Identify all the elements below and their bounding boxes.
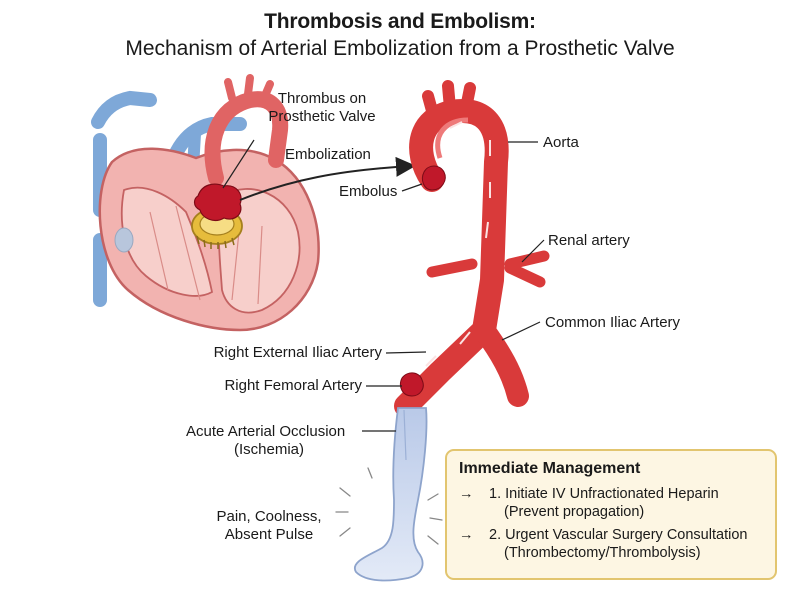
common-iliac-label: Common Iliac Artery (545, 314, 681, 331)
heart-illustration (91, 74, 320, 332)
management-title: Immediate Management (459, 460, 641, 477)
embolization-label: Embolization (285, 146, 371, 163)
arterial-tree-illustration (394, 80, 550, 418)
thrombus-label-line-2: Prosthetic Valve (268, 108, 376, 125)
occlusion-label-line-2: (Ischemia) (234, 441, 305, 458)
embolus-label: Embolus (339, 183, 398, 200)
symptoms-label-line-2: Absent Pulse (224, 526, 314, 543)
occlusion-label-line-1: Acute Arterial Occlusion (186, 423, 346, 440)
ischemic-leg-illustration (335, 407, 443, 582)
leg-icon (353, 407, 428, 582)
renal-artery-icon (426, 250, 550, 288)
left-iliac-icon (473, 319, 529, 407)
management-step-1: → 1. Initiate IV Unfractionated Heparin … (459, 485, 763, 521)
femoral-clot-icon (399, 372, 424, 397)
renal-artery-label: Renal artery (548, 232, 630, 249)
management-step-1-text: 1. Initiate IV Unfractionated Heparin (489, 486, 719, 502)
ischemia-rays-icon (335, 467, 443, 545)
occlusion-label: Acute Arterial Occlusion (Ischemia) (186, 423, 345, 459)
symptoms-label: Pain, Coolness, Absent Pulse (204, 508, 334, 544)
management-box: Immediate Management → 1. Initiate IV Un… (445, 449, 777, 580)
right-external-iliac-label: Right External Iliac Artery (213, 344, 382, 361)
management-step-1-detail: (Prevent propagation) (504, 504, 645, 520)
aorta-icon (394, 99, 509, 418)
arrow-right-icon: → (459, 527, 474, 543)
symptoms-label-line-1: Pain, Coolness, (216, 508, 322, 525)
page-title: Thrombosis and Embolism: (264, 10, 536, 33)
atrium-icon (114, 227, 134, 253)
page-subtitle: Mechanism of Arterial Embolization from … (125, 37, 675, 60)
management-step-2-detail: (Thrombectomy/Thrombolysis) (504, 545, 701, 561)
right-femoral-label: Right Femoral Artery (224, 377, 362, 394)
thrombus-label: Thrombus on Prosthetic Valve (252, 90, 392, 126)
management-step-2: → 2. Urgent Vascular Surgery Consultatio… (459, 526, 763, 562)
thrombus-icon (193, 183, 242, 222)
aorta-label: Aorta (543, 134, 579, 151)
arrow-right-icon: → (459, 486, 474, 502)
embolus-icon (421, 165, 446, 191)
thrombus-label-line-1: Thrombus on (277, 90, 367, 107)
thrombus-leader-line (222, 139, 255, 189)
embolization-arrow (239, 156, 416, 201)
management-step-2-text: 2. Urgent Vascular Surgery Consultation (489, 527, 748, 543)
heart-aorta-icon (204, 91, 289, 186)
leader-lines (362, 141, 545, 432)
